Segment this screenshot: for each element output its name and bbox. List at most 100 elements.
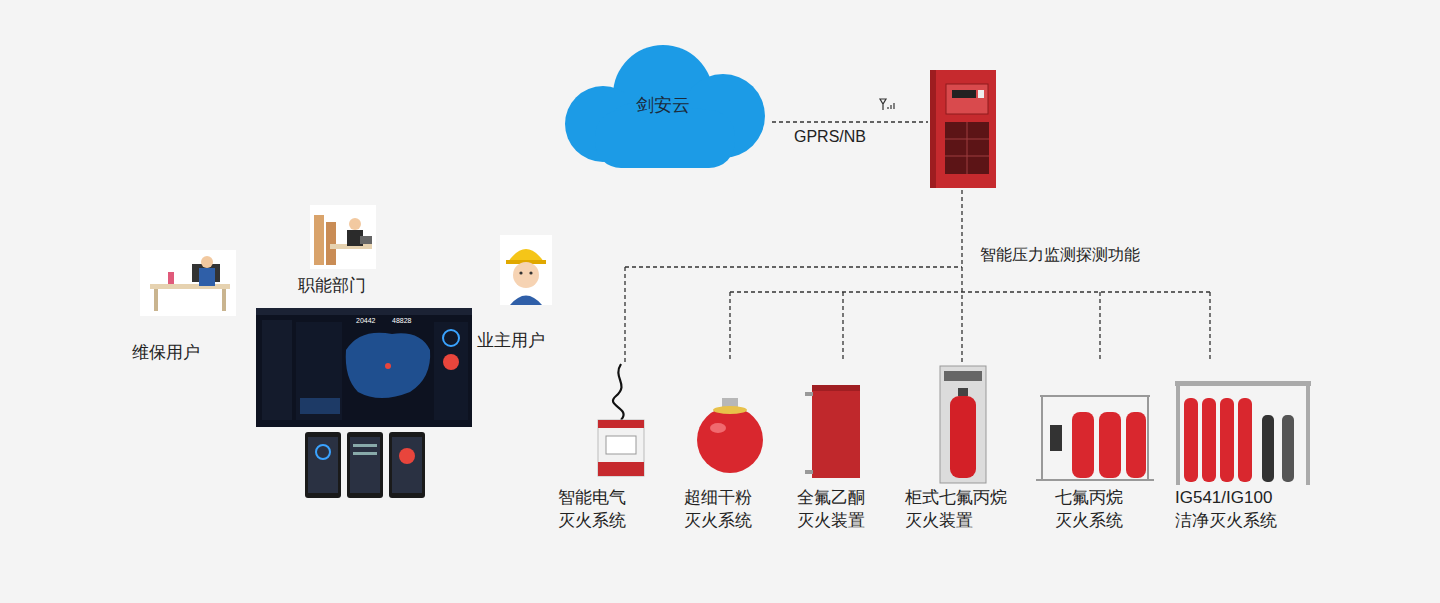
heptafluoropropane-cylinders-part bbox=[1072, 412, 1094, 478]
dashed-wire-part bbox=[624, 267, 625, 362]
dashboard-screen bbox=[256, 308, 472, 427]
maintenance-user-icon-part bbox=[201, 256, 213, 268]
dashboard-screen-part bbox=[300, 398, 340, 414]
dashed-wire-part bbox=[842, 292, 843, 362]
fluoroketone-box-part bbox=[812, 385, 860, 478]
ig541-system-part bbox=[1220, 398, 1234, 482]
electric-extinguisher-part bbox=[598, 420, 644, 428]
heptafluoropropane-cylinders-part bbox=[1099, 412, 1121, 478]
caption-text: 维保用户 bbox=[132, 341, 200, 364]
caption-text: 智能电气 灭火系统 bbox=[558, 486, 630, 532]
phone-screens bbox=[305, 432, 425, 498]
fluoroketone-box bbox=[805, 385, 860, 478]
dashboard-screen-part bbox=[385, 363, 391, 369]
ig541-system-part bbox=[1202, 398, 1216, 482]
function-label: 智能压力监测探测功能 bbox=[978, 245, 1142, 265]
phone-screens-part bbox=[353, 452, 377, 455]
maintenance-user-icon-part bbox=[150, 284, 230, 289]
heptafluoropropane-system-part bbox=[1147, 396, 1149, 480]
heptafluoropropane-cylinders-part bbox=[1050, 425, 1062, 451]
ig541-system bbox=[1175, 381, 1311, 485]
owner-user-icon-part bbox=[519, 271, 522, 274]
owner-user-icon bbox=[500, 235, 552, 305]
caption-text: 职能部门 bbox=[298, 274, 366, 297]
dashboard-number: 48828 bbox=[392, 316, 411, 325]
dry-powder-sphere-part bbox=[710, 423, 726, 433]
phone-screens-part bbox=[399, 448, 415, 464]
maintenance-user-icon-part bbox=[222, 289, 226, 311]
link-label: GPRS/NB bbox=[792, 127, 868, 147]
fluoroketone-box-part bbox=[805, 392, 813, 396]
heptafluoropropane-cylinders bbox=[1050, 412, 1146, 478]
user-caption: 维保用户 bbox=[132, 341, 200, 364]
owner-user-icon-part bbox=[500, 235, 552, 305]
fluoroketone-box-part bbox=[805, 470, 813, 474]
ig541-system-part bbox=[1176, 381, 1180, 485]
dry-powder-sphere bbox=[697, 398, 763, 473]
phone-screens-part bbox=[316, 445, 330, 459]
dashboard-screen-part bbox=[434, 322, 468, 420]
dry-powder-sphere-part bbox=[697, 407, 763, 473]
caption-text: IG541/IG100 洁净灭火系统 bbox=[1175, 486, 1287, 532]
owner-user-icon-part bbox=[510, 296, 542, 306]
dashboard-screen-part bbox=[443, 330, 459, 346]
cloud-label: 剑安云 bbox=[636, 94, 690, 117]
phone-screens-part bbox=[389, 432, 425, 498]
maintenance-user-icon-part bbox=[168, 272, 174, 284]
department-user-icon-part bbox=[314, 215, 324, 265]
phone-screens-part bbox=[350, 437, 380, 493]
phone-screens-part bbox=[305, 432, 341, 498]
ig541-system-part bbox=[1184, 398, 1198, 482]
caption-text: 七氟丙烷 灭火系统 bbox=[1055, 486, 1127, 532]
caption-text: 全氟乙酮 灭火装置 bbox=[797, 486, 869, 532]
control-panel-part bbox=[930, 70, 996, 188]
maintenance-user-icon-part bbox=[154, 289, 158, 311]
maintenance-user-icon-part bbox=[199, 268, 215, 286]
product-caption: 超细干粉 灭火系统 bbox=[684, 486, 756, 532]
product-caption: 全氟乙酮 灭火装置 bbox=[797, 486, 869, 532]
phone-screens-part bbox=[392, 437, 422, 493]
department-user-icon-part bbox=[310, 205, 376, 269]
dashboard-screen-part bbox=[256, 308, 472, 315]
phone-screens-part bbox=[353, 444, 377, 447]
dry-powder-sphere-part bbox=[722, 398, 738, 407]
department-user-icon-part bbox=[360, 236, 372, 244]
dashed-wire-part bbox=[1209, 292, 1210, 362]
cabinet-heptafluoropropane bbox=[940, 366, 986, 483]
product-caption: 柜式七氟丙烷 灭火装置 bbox=[905, 486, 1011, 532]
dashed-wire-part bbox=[772, 121, 928, 122]
dashed-wire-part bbox=[1099, 292, 1100, 362]
owner-user-icon-part bbox=[513, 262, 539, 288]
caption-text: 超细干粉 灭火系统 bbox=[684, 486, 756, 532]
dashboard-number: 20442 bbox=[356, 316, 375, 325]
ig541-system-part bbox=[1262, 415, 1274, 482]
electric-extinguisher-part bbox=[606, 436, 636, 454]
heptafluoropropane-system-part bbox=[1036, 479, 1154, 481]
cabinet-heptafluoropropane-part bbox=[958, 388, 968, 396]
dashed-wire-part bbox=[729, 292, 730, 362]
electric-extinguisher bbox=[598, 364, 644, 476]
cabinet-heptafluoropropane-part bbox=[950, 396, 976, 478]
ig541-system-part bbox=[1282, 415, 1294, 482]
dry-powder-sphere-part bbox=[713, 406, 747, 414]
antenna-icon-part bbox=[890, 105, 891, 109]
ig541-system-part bbox=[1238, 398, 1252, 482]
owner-user-icon-part bbox=[529, 271, 532, 274]
maintenance-user-icon bbox=[140, 250, 236, 316]
dashboard-screen-part bbox=[262, 320, 292, 420]
control-panel-part bbox=[967, 122, 968, 174]
cloud-node: 剑安云 bbox=[555, 40, 770, 170]
user-caption: 业主用户 bbox=[477, 329, 545, 352]
dashboard-screen-part bbox=[443, 354, 459, 370]
electric-extinguisher-part bbox=[598, 462, 644, 476]
product-caption: IG541/IG100 洁净灭火系统 bbox=[1175, 486, 1287, 532]
heptafluoropropane-system bbox=[1036, 396, 1154, 480]
dashed-wire-part bbox=[961, 190, 962, 364]
user-caption: 职能部门 bbox=[298, 274, 366, 297]
heptafluoropropane-system-part bbox=[1040, 395, 1150, 397]
dashed-wire-part bbox=[625, 266, 962, 267]
heptafluoropropane-cylinders-part bbox=[1126, 412, 1146, 478]
dashboard-screen-part bbox=[346, 333, 430, 398]
ig541-system-part bbox=[1175, 381, 1311, 386]
phone-screens-part bbox=[347, 432, 383, 498]
